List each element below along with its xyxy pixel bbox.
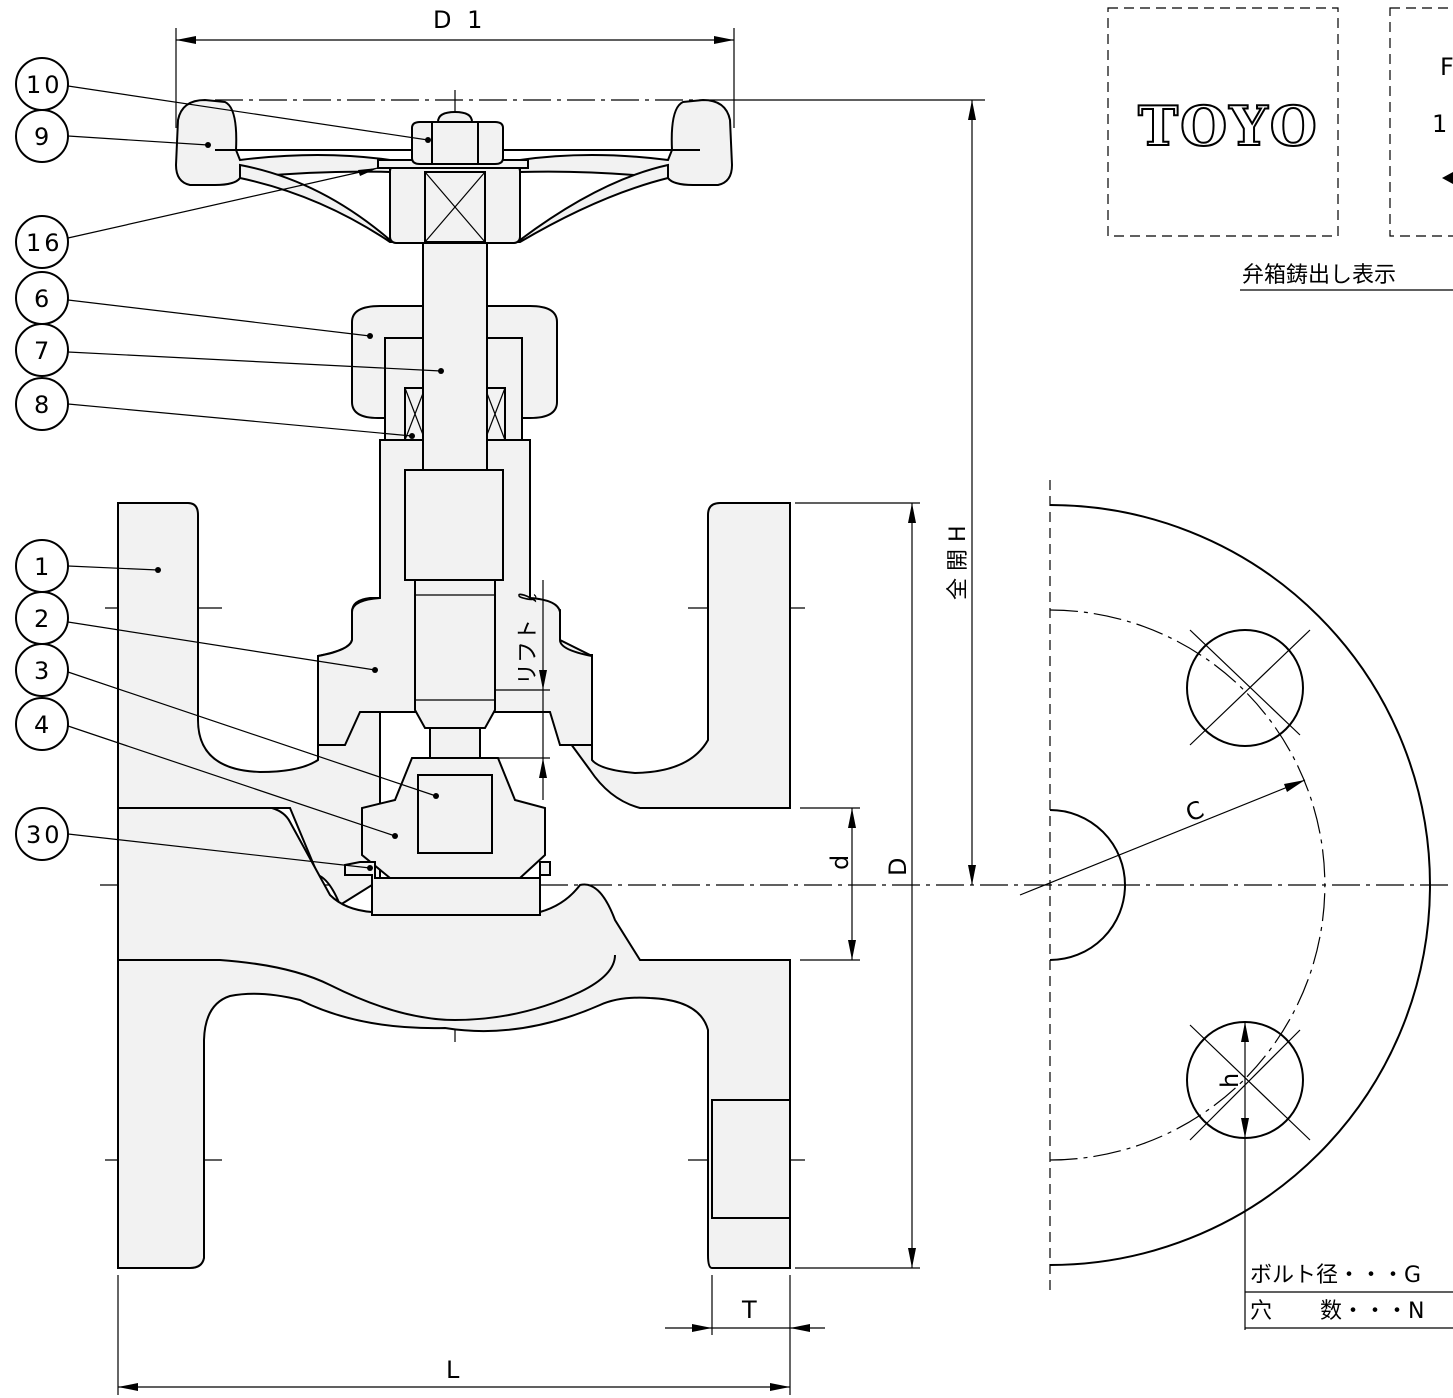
dim-L-label: L xyxy=(446,1356,463,1384)
balloon-part-30: 30 xyxy=(15,807,69,861)
dim-lift-symbol: ℓ xyxy=(514,588,542,603)
svg-text:30: 30 xyxy=(26,821,63,849)
svg-text:8: 8 xyxy=(34,391,52,419)
balloon-part-1: 1 xyxy=(15,539,69,593)
dim-h-label: 全 開 H xyxy=(946,525,971,600)
balloon-part-9: 9 xyxy=(15,109,69,163)
balloon-part-4: 4 xyxy=(15,697,69,751)
dim-T-label: T xyxy=(741,1296,761,1324)
svg-text:9: 9 xyxy=(34,123,52,151)
dim-d-label: d xyxy=(826,851,854,870)
marking-caption: 弁箱鋳出し表示 xyxy=(1242,263,1396,288)
dim-D-label: D xyxy=(884,854,912,876)
marking-box2-line2: 1 xyxy=(1432,110,1451,138)
leader-lines xyxy=(67,85,444,871)
flange-face-view xyxy=(1049,480,1431,1295)
balloon-part-3: 3 xyxy=(15,643,69,697)
svg-text:2: 2 xyxy=(34,605,52,633)
dimension-lines xyxy=(117,28,1306,1395)
balloon-part-2: 2 xyxy=(15,591,69,645)
hole-count-label: 穴 xyxy=(1250,1299,1272,1324)
valve-disc xyxy=(344,757,551,916)
balloon-part-16: 16 xyxy=(15,215,69,269)
svg-text:16: 16 xyxy=(26,229,63,257)
svg-text:7: 7 xyxy=(34,337,52,365)
dim-d1-label: D 1 xyxy=(433,6,486,34)
dim-h-bolt-label: h xyxy=(1216,1069,1244,1088)
valve-stem xyxy=(404,239,504,759)
handwheel xyxy=(174,98,734,244)
bolt-table: ボルト径・・・G 穴 数・・・N xyxy=(1245,1263,1453,1329)
hole-count-row: 数・・・N xyxy=(1320,1299,1424,1324)
dim-lift-label: リフト xyxy=(516,619,541,685)
svg-text:10: 10 xyxy=(26,71,63,99)
svg-text:3: 3 xyxy=(34,657,52,685)
gland-nut xyxy=(351,305,558,441)
balloon-part-7: 7 xyxy=(15,323,69,377)
balloon-part-10: 10 xyxy=(15,57,69,111)
toyo-logo: TOYO xyxy=(1138,94,1319,158)
svg-text:1: 1 xyxy=(34,553,52,581)
balloon-part-6: 6 xyxy=(15,271,69,325)
bolt-diameter-row: ボルト径・・・G xyxy=(1250,1263,1421,1288)
svg-text:4: 4 xyxy=(34,711,52,739)
body-marking: TOYO F 1 弁箱鋳出し表示 xyxy=(1107,7,1453,291)
svg-text:6: 6 xyxy=(34,285,52,313)
marking-box2-line1: F xyxy=(1440,53,1453,81)
balloon-part-8: 8 xyxy=(15,377,69,431)
dim-C-label: C xyxy=(1182,794,1212,828)
